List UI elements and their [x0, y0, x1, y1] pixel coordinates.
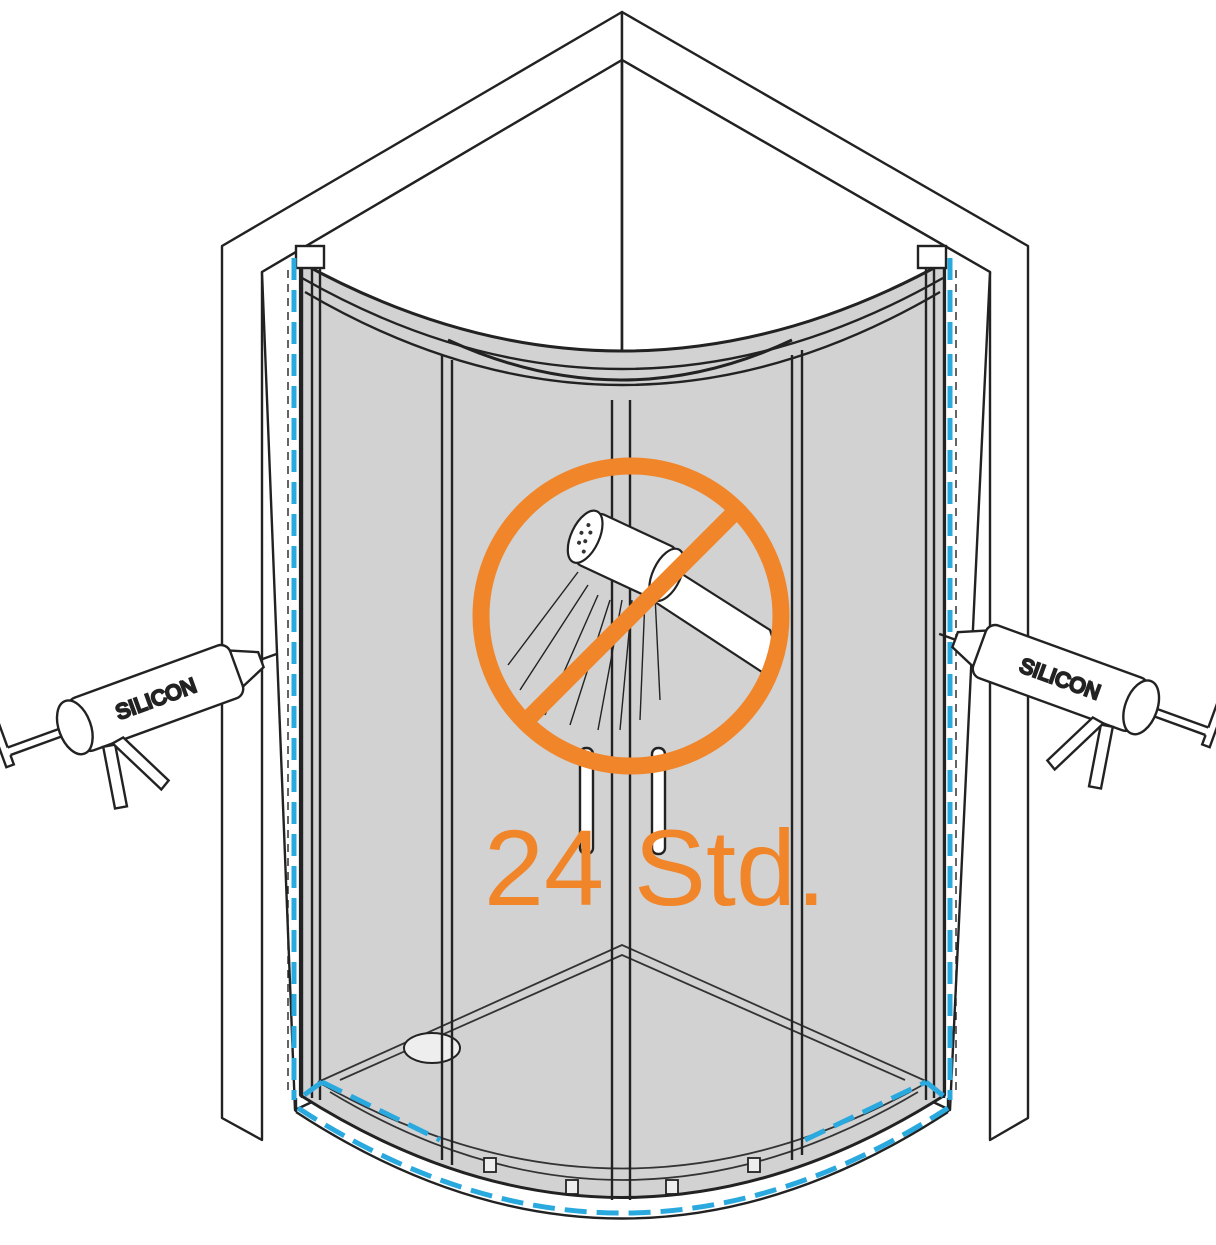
glass-enclosure [300, 262, 945, 1198]
wait-time-label: 24 Std. [484, 807, 826, 928]
